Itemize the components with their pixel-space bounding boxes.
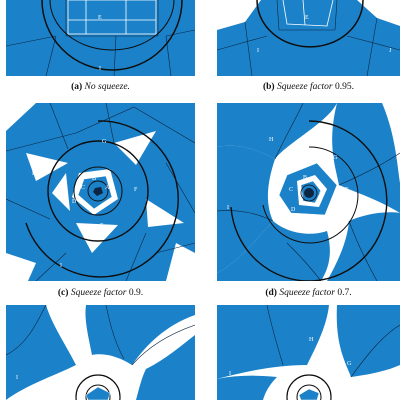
panel-a: E I [6,0,195,76]
panel-a-label-0: E [98,15,102,21]
panel-d-label-3: D [291,207,296,213]
panel-d-label-5: F [345,187,349,193]
panel-d-diagram: A B C D E F G H I [217,103,400,281]
panel-c-label-5: F [134,187,138,193]
panel-c-label-2: C [81,185,85,191]
panel-b: E I J [217,0,400,76]
panel-f-label-1: G [347,361,352,367]
panel-d-label-1: B [303,175,307,181]
caption-a: (a) No squeeze. [3,81,198,93]
panel-c-label-3: D [72,199,77,205]
caption-a-text: No squeeze. [84,82,130,92]
panel-c-label-9: J [184,253,187,259]
panel-f-diagram: H G I [217,305,400,400]
caption-b-factor: 0.95. [335,82,355,92]
caption-c: (c) Squeeze factor 0.9. [3,287,198,299]
panel-d-label-2: C [289,187,293,193]
caption-b: (b) Squeeze factor 0.95. [211,81,400,93]
caption-c-factor: 0.9. [128,288,144,298]
caption-d: (d) Squeeze factor 0.7. [211,287,400,299]
panel-f-label-0: H [309,337,314,343]
panel-e-label-0: I [16,375,18,381]
caption-a-tag: (a) [71,82,83,92]
panel-f-label-2: I [229,371,231,377]
caption-d-text: Squeeze factor [279,288,336,298]
caption-b-text: Squeeze factor [276,82,333,92]
caption-d-tag: (d) [265,288,277,298]
panel-b-label-0: E [305,15,309,21]
panel-c-label-7: H [32,171,37,177]
panel-c-label-4: E [100,223,104,229]
panel-d-label-6: G [333,155,338,161]
caption-c-text: Squeeze factor [70,288,127,298]
panel-b-label-1: I [257,48,259,54]
panel-c-label-0: A [105,185,110,191]
panel-d-label-4: E [319,215,323,221]
caption-c-tag: (c) [57,288,69,298]
panel-c-label-6: G [102,139,107,145]
panel-d-label-7: H [269,137,274,143]
panel-d-label-0: A [319,189,324,195]
panel-e: I G [6,305,195,400]
panel-a-label-1: I [99,66,101,72]
panel-e-diagram: I G [6,305,195,400]
caption-d-factor: 0.7. [337,288,352,298]
panel-c: A B C D E F G H I J [6,103,195,281]
panel-a-diagram: E I [6,0,195,76]
panel-c-diagram: A B C D E F G H I J [6,103,195,281]
panel-b-diagram: E I J [217,0,400,76]
panel-b-label-2: J [389,48,392,54]
panel-d: A B C D E F G H I [217,103,400,281]
panel-c-label-1: B [92,176,96,182]
panel-e-label-1: G [146,351,151,357]
caption-b-tag: (b) [262,82,275,92]
panel-f: H G I [217,305,400,400]
panel-d-label-8: I [227,205,229,211]
panel-c-label-8: I [60,263,62,269]
